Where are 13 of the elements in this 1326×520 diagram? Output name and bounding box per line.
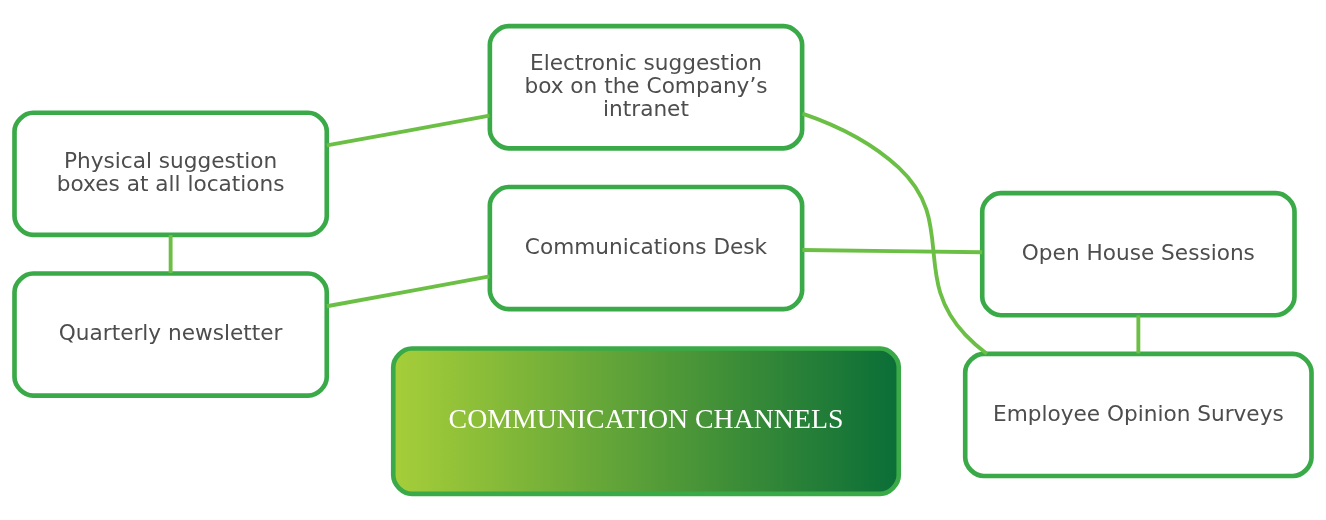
connector <box>1136 315 1141 354</box>
node-box: Employee Opinion Surveys <box>962 351 1314 479</box>
connector <box>802 248 983 255</box>
node-box: COMMUNICATION CHANNELS <box>390 346 902 497</box>
connector <box>168 235 173 274</box>
node-box: Open House Sessions <box>979 190 1297 318</box>
connector <box>326 113 490 148</box>
node-box: Quarterly newsletter <box>12 271 330 398</box>
node-box: Physical suggestion boxes at all locations <box>12 110 330 238</box>
node-box: Electronic suggestion box on the Company’s intranet <box>487 23 805 151</box>
connector <box>326 274 490 309</box>
connector <box>801 111 988 356</box>
node-box: Communications Desk <box>487 184 805 312</box>
